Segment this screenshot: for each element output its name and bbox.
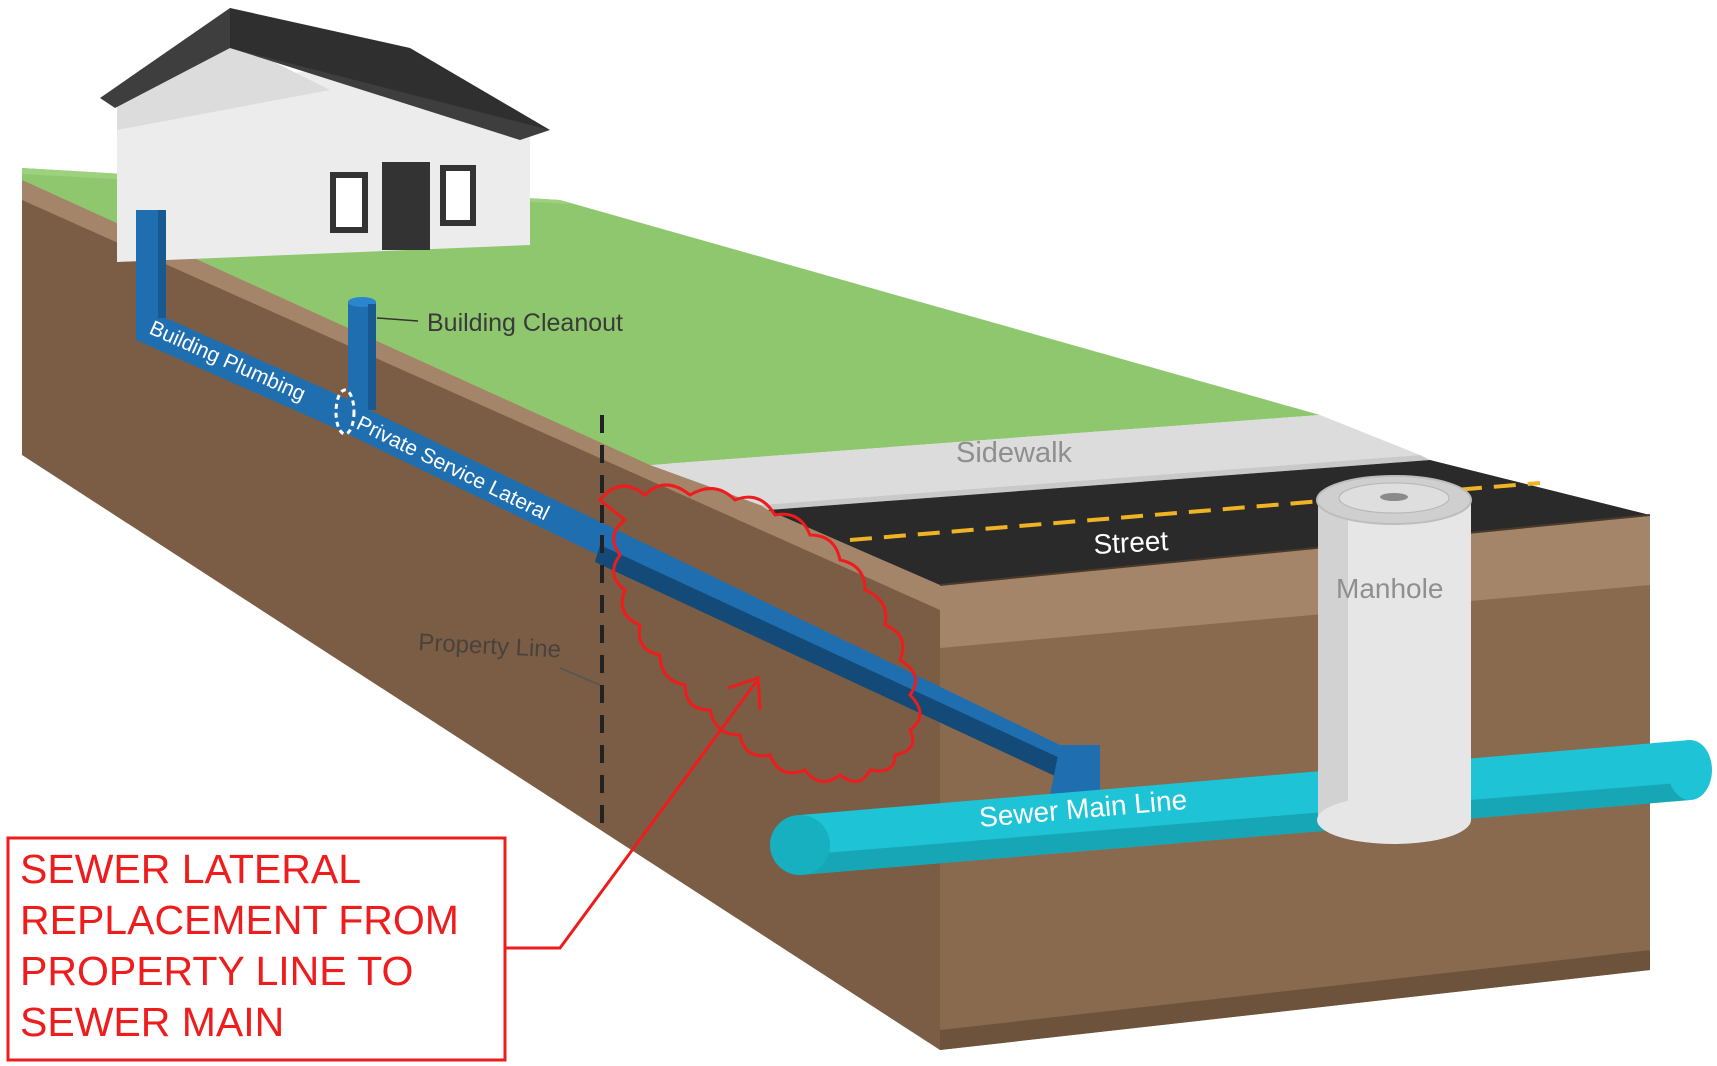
label-manhole: Manhole	[1336, 573, 1443, 604]
callout-box	[6, 836, 507, 1062]
callout-line-3: PROPERTY LINE TO	[20, 948, 413, 994]
sidewalk-surface	[650, 415, 1420, 505]
manhole-lid-center	[1380, 493, 1408, 501]
street-center-line	[849, 481, 1541, 542]
house-roof	[100, 8, 550, 140]
soil-front-shadow	[940, 950, 1650, 1050]
property-line-leader	[559, 667, 601, 686]
house-window-left	[330, 172, 368, 233]
manhole	[1316, 475, 1472, 844]
sewer-main-pipe-end-right	[1668, 740, 1712, 800]
house-window-right	[440, 165, 476, 226]
manhole-shade	[1318, 500, 1348, 820]
callout-line-4: SEWER MAIN	[20, 999, 284, 1045]
lateral-junction-marker	[334, 388, 356, 436]
label-street: Street	[1093, 525, 1169, 560]
sewer-main-pipe-end	[770, 815, 830, 875]
house	[100, 8, 550, 262]
lateral-elbow	[1050, 745, 1100, 795]
house-gable-side	[117, 40, 330, 130]
callout-arrow-head	[727, 675, 762, 711]
highlight-cloud	[597, 483, 922, 783]
callout-leader-line	[505, 681, 758, 950]
cleanout-leader	[376, 317, 419, 322]
building-plumbing-pipe	[136, 318, 345, 428]
front-top-edge	[939, 514, 1651, 586]
label-sidewalk: Sidewalk	[956, 437, 1073, 469]
curb-strip	[760, 455, 1430, 510]
building-cleanout-shade	[368, 304, 376, 410]
soil-left-face	[22, 175, 940, 1050]
building-plumbing-vertical-shade	[158, 210, 166, 328]
private-service-lateral-pipe-shade	[595, 545, 1090, 790]
callout-line-2: REPLACEMENT FROM	[20, 897, 459, 943]
callout-line-1: SEWER LATERAL	[20, 846, 361, 892]
house-roof-front	[230, 8, 550, 130]
topsoil-front-band	[940, 515, 1650, 648]
manhole-bottom	[1317, 796, 1471, 844]
house-door	[382, 162, 430, 250]
label-building-cleanout: Building Cleanout	[427, 309, 623, 337]
